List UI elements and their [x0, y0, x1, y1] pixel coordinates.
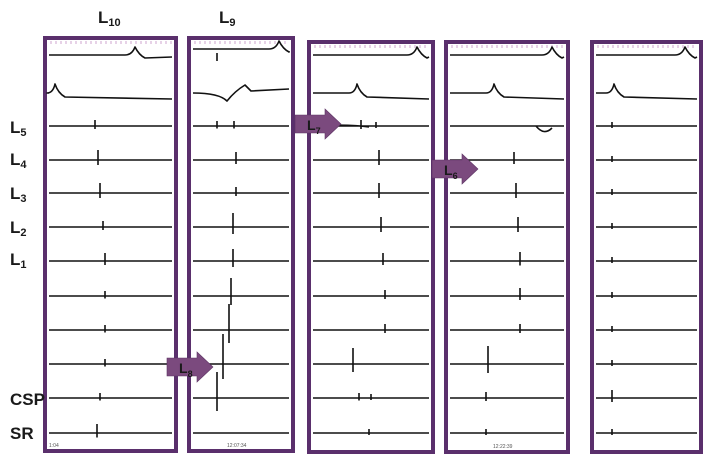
trace-p4-r6: [450, 217, 564, 232]
trace-p3-r3: [312, 120, 429, 129]
arrow-label-sub: 6: [453, 171, 458, 181]
trace-p5-r2: [596, 83, 698, 100]
panel-frame-5: [590, 40, 703, 454]
panel-frame-3: [307, 40, 435, 454]
trace-p3-r7: [313, 253, 429, 265]
trace-p1-r11: [49, 393, 172, 401]
row-label-csp: CSP: [10, 390, 45, 409]
trace-p2-r11: [193, 372, 289, 411]
panel-ticks-2: [194, 41, 286, 44]
trace-p3-r6: [313, 217, 429, 232]
timestamp-4: 12:22:39: [493, 444, 513, 450]
trace-p2-r9: [193, 304, 289, 343]
panel-ticks-5: [597, 45, 694, 48]
arrow-label-sub: 8: [188, 369, 193, 379]
trace-p1-r6: [49, 221, 172, 230]
arrow-shape: [431, 153, 479, 185]
trace-p2-r1: [193, 40, 290, 61]
trace-p5-r10: [596, 360, 697, 366]
trace-p3-r2: [313, 83, 430, 100]
arrow-l8: L8: [166, 351, 214, 383]
row-label-l3: L3: [10, 184, 27, 205]
trace-p4-r2: [450, 83, 565, 100]
trace-p4-r7: [450, 252, 564, 266]
trace-p2-r8: [193, 278, 289, 305]
trace-p5-r9: [596, 326, 697, 332]
trace-p5-r12: [596, 429, 697, 435]
panel-ticks-1: [50, 41, 172, 44]
trace-p5-r1: [596, 46, 698, 59]
arrow-l6: L6: [431, 153, 479, 185]
trace-p1-r10: [49, 359, 172, 367]
panel-frame-1: [43, 36, 178, 453]
timestamp-2: 12:07:34: [227, 443, 247, 449]
arrow-shape: [166, 351, 214, 383]
trace-p3-r11: [313, 393, 429, 401]
column-label-l9: L9: [219, 8, 236, 29]
trace-p1-r1: [49, 46, 173, 59]
trace-p4-r9: [450, 324, 564, 333]
arrow-label-sub: 7: [316, 126, 321, 136]
panel-frame-2: [187, 36, 295, 453]
trace-p3-r8: [313, 290, 429, 299]
row-label-l2: L2: [10, 218, 27, 239]
arrow-l7: L7: [294, 108, 342, 140]
trace-p1-r4: [49, 150, 172, 165]
arrow-shape: [294, 108, 342, 140]
row-label-l1: L1: [10, 250, 27, 271]
row-label-l4: L4: [10, 150, 27, 171]
trace-p4-r10: [450, 346, 564, 373]
trace-p1-r12: [49, 424, 172, 438]
trace-p2-r2: [192, 84, 290, 102]
trace-p4-r3: [450, 125, 564, 133]
trace-p5-r4: [596, 156, 697, 162]
trace-p3-r4: [313, 150, 429, 165]
trace-p4-r4: [450, 152, 564, 164]
trace-p4-r11: [450, 392, 564, 401]
trace-p1-r2: [46, 83, 173, 100]
trace-p2-r5: [193, 187, 289, 196]
trace-p5-r7: [596, 257, 697, 263]
trace-p1-r8: [49, 291, 172, 299]
panel-ticks-3: [314, 45, 426, 48]
trace-p5-r5: [596, 189, 697, 195]
panel-frame-4: [444, 40, 570, 454]
trace-p3-r9: [313, 324, 429, 333]
panel-ticks-4: [451, 45, 563, 48]
trace-p4-r1: [450, 46, 565, 59]
trace-p2-r4: [193, 152, 289, 164]
trace-p2-r7: [193, 249, 289, 267]
trace-p1-r5: [49, 183, 172, 198]
trace-p3-r1: [313, 46, 430, 59]
trace-p5-r6: [596, 223, 697, 229]
trace-p2-r3: [193, 121, 289, 129]
trace-p2-r6: [193, 213, 289, 234]
trace-p4-r8: [450, 288, 564, 300]
row-label-l5: L5: [10, 118, 27, 139]
trace-p1-r3: [49, 120, 172, 129]
trace-p4-r5: [450, 183, 564, 198]
trace-p1-r9: [49, 325, 172, 333]
trace-p5-r11: [596, 390, 697, 402]
column-label-l10: L10: [98, 8, 121, 29]
trace-p4-r12: [450, 429, 564, 435]
trace-p5-r3: [596, 122, 697, 128]
row-label-sr: SR: [10, 424, 34, 443]
timestamp-1: 1:04: [49, 443, 59, 449]
trace-p3-r12: [313, 429, 429, 435]
trace-p1-r7: [49, 253, 172, 265]
trace-p3-r5: [313, 183, 429, 198]
trace-p3-r10: [313, 348, 429, 372]
trace-p5-r8: [596, 292, 697, 298]
